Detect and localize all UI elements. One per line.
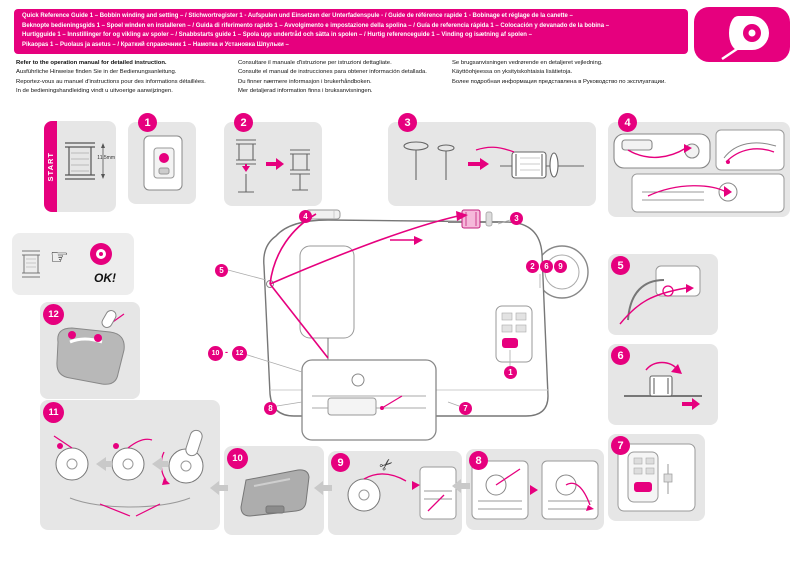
bobbin-on-winder-illustration	[236, 139, 310, 193]
callout-1: 1	[504, 366, 517, 379]
step-4-panel: 4	[608, 113, 790, 217]
intro-column-1: Refer to the operation manual for detail…	[16, 59, 206, 97]
header-line-2: Beknopte bedieningsgids 1 – Spoel winden…	[22, 22, 610, 29]
bobbin-icon	[721, 16, 769, 61]
callout-8: 8	[264, 402, 277, 415]
intro-text: Более подробная информация представлена …	[452, 78, 666, 85]
bobbin-winding-illustration	[624, 361, 702, 410]
callout-6: 6	[540, 260, 553, 273]
step-4-badge: 4	[618, 113, 637, 132]
step-12-badge: 12	[43, 304, 64, 325]
thread-guide-top-illustration	[613, 129, 785, 213]
flow-arrow-left-icon	[314, 480, 332, 496]
step-10-badge: 10	[227, 448, 248, 469]
step-1-panel: 1	[128, 113, 196, 204]
step-2-badge: 2	[234, 113, 253, 132]
step-6-badge: 6	[611, 346, 630, 365]
intro-column-2: Consultare il manuale d'istruzione per i…	[238, 59, 427, 97]
step-10-panel: 10	[224, 446, 324, 535]
intro-text: Refer to the operation manual for detail…	[16, 60, 167, 66]
step-8-panel: 8	[466, 449, 604, 530]
ok-label: OK!	[94, 271, 116, 285]
step-8-badge: 8	[469, 451, 488, 470]
start-button-illustration	[617, 443, 696, 512]
step-2-panel: 2	[224, 113, 322, 206]
start-label: START	[46, 151, 55, 182]
step-9-badge: 9	[331, 453, 350, 472]
step-3-panel: 3	[388, 113, 596, 206]
callout-10: 10	[208, 346, 223, 361]
intro-text: Käyttöohjeessa on yksityiskohtaisia lisä…	[452, 69, 573, 76]
bobbin-height-measure: 11.5mm	[97, 155, 115, 161]
step-3-badge: 3	[398, 113, 417, 132]
callout-3: 3	[510, 212, 523, 225]
start-panel: START 11.5mm	[44, 121, 116, 212]
bobbin-size-illustration	[65, 142, 105, 180]
step-6-panel: 6	[608, 344, 718, 425]
intro-column-3: Se brugsanvisningen vedrørende en detalj…	[452, 59, 666, 87]
step-7-panel: 7	[608, 434, 705, 521]
intro-text: Consulte el manual de instrucciones para…	[238, 69, 427, 76]
callout-7: 7	[459, 402, 472, 415]
thread-cut-illustration	[347, 466, 457, 520]
sewing-machine-illustration	[227, 209, 589, 441]
step-12-panel: 12	[40, 302, 140, 399]
thread-spool-icon	[22, 250, 40, 278]
step-5-panel: 5	[608, 254, 718, 335]
step-5-badge: 5	[611, 256, 630, 275]
flow-arrow-left-icon	[452, 478, 470, 494]
header-line-1: Quick Reference Guide 1 – Bobbin winding…	[22, 13, 573, 19]
callout-12: 12	[232, 346, 247, 361]
callout-4: 4	[299, 210, 312, 223]
step-11-badge: 11	[43, 402, 64, 423]
bobbin-icon	[90, 243, 112, 265]
callout-2: 2	[526, 260, 539, 273]
intro-text: Du finner nærmere informasjon i brukerhå…	[238, 78, 372, 85]
ok-panel: ☞ OK!	[12, 233, 134, 295]
callout-range-separator: -	[225, 347, 228, 357]
thread-slit-illustration	[471, 460, 599, 520]
spool-pin-illustration	[403, 141, 584, 180]
brand-logo	[694, 7, 790, 62]
intro-text: In de bedieningshandleiding vindt u uitv…	[16, 88, 173, 95]
intro-text: Reportez-vous au manuel d'instructions p…	[16, 78, 206, 85]
lever-press-illustration	[56, 310, 125, 385]
thread-guide-hook-illustration	[619, 265, 701, 325]
header-banner: Quick Reference Guide 1 – Bobbin winding…	[14, 9, 688, 54]
intro-text: Ausführliche Hinweise finden Sie in der …	[16, 69, 177, 76]
step-9-panel: 9 ✂	[328, 451, 462, 535]
bobbin-cover-illustration	[240, 469, 310, 517]
callout-5: 5	[215, 264, 228, 277]
machine-diagram: 4 3 5 2 6 9 1 7 8 10 - 12	[208, 200, 606, 452]
step-1-badge: 1	[138, 113, 157, 132]
intro-text: Se brugsanvisningen vedrørende en detalj…	[452, 60, 603, 66]
flow-arrow-left-icon	[210, 480, 228, 496]
callout-9: 9	[554, 260, 567, 273]
intro-text: Mer detaljerad information finns i bruks…	[238, 88, 373, 95]
step-11-panel: 11	[40, 400, 220, 530]
step-7-badge: 7	[611, 436, 630, 455]
header-line-3: Hurtigguide 1 – Innstillinger for og vik…	[22, 32, 532, 39]
power-switch-illustration	[143, 135, 183, 191]
start-strip: START	[44, 121, 57, 212]
pointing-hand-icon: ☞	[50, 246, 69, 269]
bobbin-insert-illustration	[53, 429, 204, 517]
header-line-4: Pikaopas 1 – Puolaus ja asetus – / Кратк…	[22, 41, 289, 48]
intro-text: Consultare il manuale d'istruzione per i…	[238, 60, 392, 66]
